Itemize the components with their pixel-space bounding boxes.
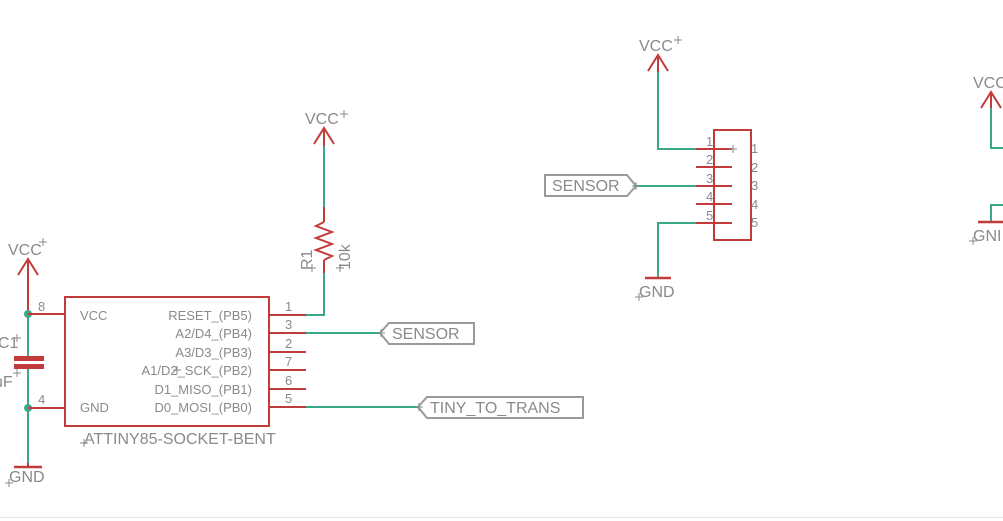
capacitor-name: C1 — [0, 335, 19, 352]
ic-pin-num-gnd: 4 — [38, 392, 45, 407]
capacitor-c1[interactable]: C1 uF — [0, 314, 44, 408]
ic-pin-name-2: A2/D4_(PB4) — [175, 326, 252, 341]
vcc-symbol-r1[interactable]: VCC — [305, 110, 348, 146]
gnd-symbol-header[interactable]: GND — [635, 276, 675, 301]
wire-r1-reset — [306, 273, 325, 316]
ic-pin-num-5: 6 — [285, 373, 292, 388]
ic-pin-num-4: 7 — [285, 354, 292, 369]
svg-text:SENSOR: SENSOR — [392, 326, 460, 343]
header-pin-inner-3: 3 — [751, 178, 758, 193]
capacitor-value: uF — [0, 374, 13, 391]
vcc-label-r1: VCC — [305, 111, 339, 128]
ic-pin-name-4: A1/D2_SCK_(PB2) — [141, 363, 252, 378]
resistor-r1[interactable]: R1 10k — [299, 207, 354, 273]
ic-pin-name-1: RESET_(PB5) — [168, 308, 252, 323]
wire-right-gnd — [990, 204, 1003, 222]
net-label-sensor-ic[interactable]: SENSOR — [377, 322, 475, 345]
canvas-bottom-edge — [0, 517, 1003, 518]
ic-pin-name-5: D1_MISO_(PB1) — [154, 382, 252, 397]
vcc-symbol-header[interactable]: VCC — [639, 36, 682, 72]
vcc-symbol-right[interactable]: VCC — [973, 75, 1003, 109]
header-pin-inner-5: 5 — [751, 215, 758, 230]
gnd-symbol-left[interactable]: GND — [5, 408, 45, 487]
header-pin-outer-3: 3 — [706, 171, 713, 186]
gnd-label-header: GND — [639, 284, 675, 301]
gnd-label-right: GNI — [973, 228, 1001, 245]
ic-pin-name-3: A3/D3_(PB3) — [175, 345, 252, 360]
svg-text:SENSOR: SENSOR — [552, 178, 620, 195]
resistor-value: 10k — [337, 243, 354, 270]
wire-header-vcc — [657, 72, 696, 150]
ic-pin-num-2: 3 — [285, 317, 292, 332]
ic-pin-gnd: GND — [80, 400, 109, 415]
header-connector[interactable]: 1 2 3 4 5 1 2 3 4 5 — [696, 129, 758, 241]
header-pin-inner-4: 4 — [751, 197, 758, 212]
ic-attiny85[interactable]: 8 4 VCC GND RESET_(PB5) A2/D4_(PB4) A3/D… — [28, 296, 306, 448]
ic-pin-num-3: 2 — [285, 336, 292, 351]
wire-header-gnd — [657, 222, 696, 277]
header-pin-outer-2: 2 — [706, 152, 713, 167]
ic-pin-name-6: D0_MOSI_(PB0) — [154, 400, 252, 415]
ic-pin-num-vcc: 8 — [38, 299, 45, 314]
gnd-label-left: GND — [9, 469, 45, 486]
svg-text:TINY_TO_TRANS: TINY_TO_TRANS — [430, 400, 560, 417]
header-pin-inner-2: 2 — [751, 160, 758, 175]
vcc-label-left: VCC — [8, 242, 42, 259]
ic-pin-num-6: 5 — [285, 391, 292, 406]
net-label-tiny-to-trans[interactable]: TINY_TO_TRANS — [415, 396, 584, 419]
ic-name: ATTINY85-SOCKET-BENT — [84, 431, 276, 448]
ic-pin-vcc: VCC — [80, 308, 107, 323]
header-pin-outer-1: 1 — [706, 134, 713, 149]
gnd-symbol-right[interactable]: GNI — [969, 220, 1003, 245]
header-pin-outer-4: 4 — [706, 189, 713, 204]
header-pin-inner-1: 1 — [751, 141, 758, 156]
net-label-sensor-header[interactable]: SENSOR — [544, 174, 640, 197]
vcc-label-header: VCC — [639, 38, 673, 55]
ic-pin-num-1: 1 — [285, 299, 292, 314]
header-pin-outer-5: 5 — [706, 208, 713, 223]
vcc-symbol-left[interactable]: VCC — [8, 238, 47, 314]
vcc-label-right: VCC — [973, 75, 1003, 92]
resistor-name: R1 — [299, 249, 316, 270]
wire-right-vcc — [990, 108, 1003, 149]
